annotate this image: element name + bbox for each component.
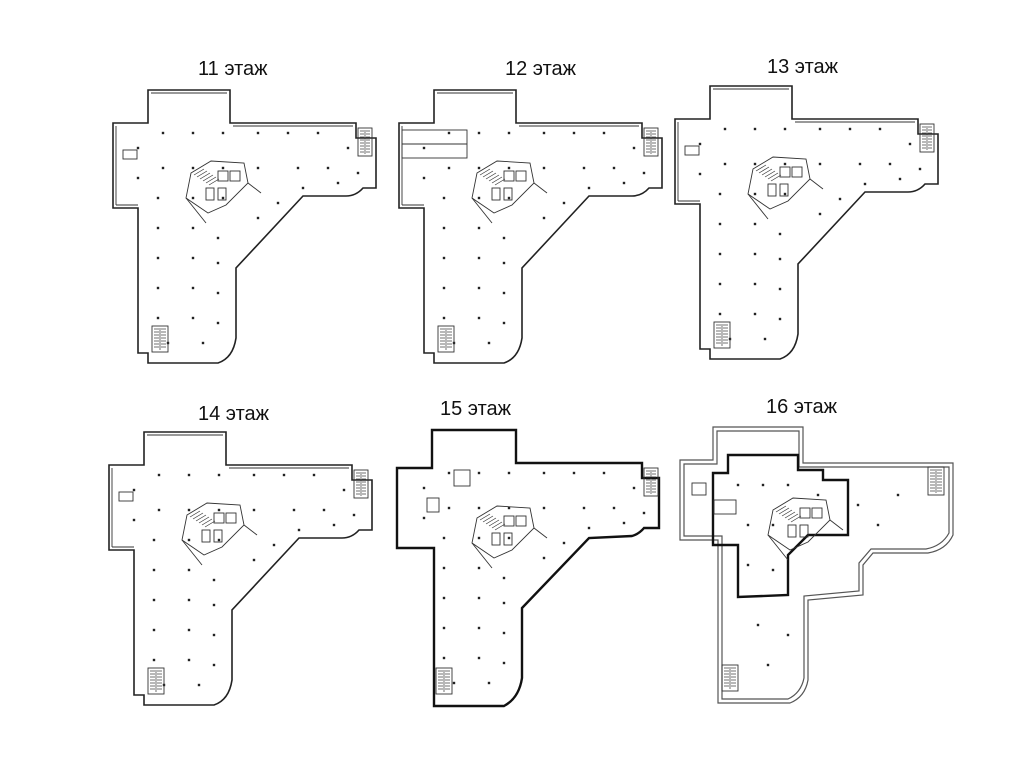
floor-plan-outline <box>398 89 663 364</box>
floor-title: 12 этаж <box>505 58 577 80</box>
floor-title: 11 этаж <box>198 58 268 80</box>
floor-title: 15 этаж <box>440 398 512 420</box>
floor-plan-outline <box>674 85 939 360</box>
floor-plan-outline <box>679 426 954 704</box>
floor-plan-outline <box>112 89 377 364</box>
floor-plan-outline <box>108 431 373 706</box>
floor-plan-outline <box>395 428 661 708</box>
floor-title: 14 этаж <box>198 403 270 425</box>
floor-title: 16 этаж <box>766 396 838 418</box>
floor-title: 13 этаж <box>767 56 839 78</box>
